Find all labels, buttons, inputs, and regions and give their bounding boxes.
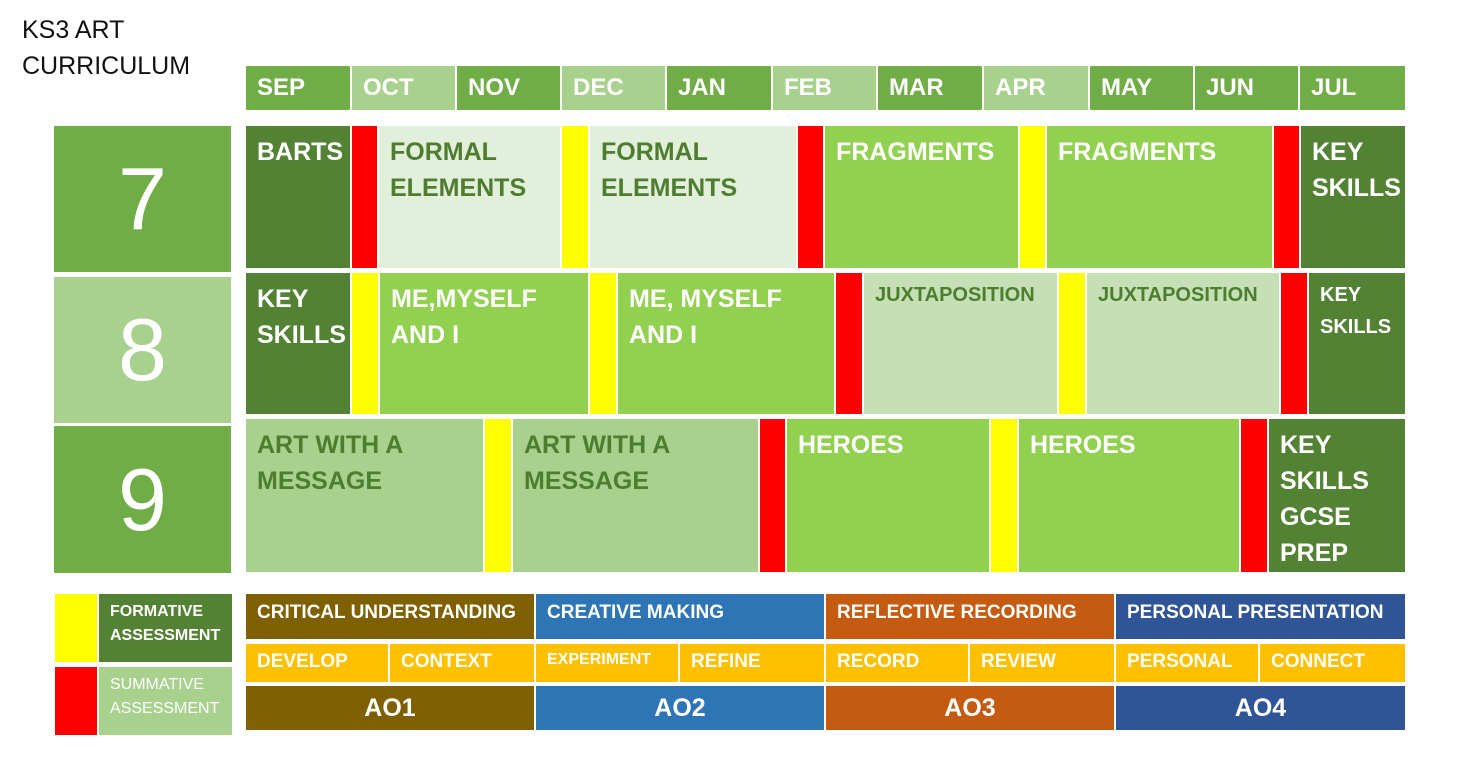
ao4-connect: CONNECT xyxy=(1260,644,1405,682)
formative-marker xyxy=(485,419,511,572)
summative-marker xyxy=(798,126,823,268)
formative-marker xyxy=(1059,273,1085,414)
y7-formal-elements-2: FORMAL ELEMENTS xyxy=(590,126,796,268)
y8-juxtaposition-2: JUXTAPOSITION xyxy=(1087,273,1279,414)
ao3-code: AO3 xyxy=(826,686,1114,730)
summative-swatch xyxy=(55,667,97,735)
ao4-heading: PERSONAL PRESENTATION xyxy=(1116,594,1405,639)
y9-heroes-1: HEROES xyxy=(787,419,989,572)
ao2-experiment: EXPERIMENT xyxy=(536,644,678,682)
month-apr: APR xyxy=(984,66,1088,110)
formative-marker xyxy=(991,419,1017,572)
y8-key-skills-1: KEY SKILLS xyxy=(246,273,350,414)
summative-marker xyxy=(760,419,785,572)
ao1-code: AO1 xyxy=(246,686,534,730)
year-7-label: 7 xyxy=(54,126,231,272)
month-jan: JAN xyxy=(667,66,771,110)
formative-swatch xyxy=(55,594,97,662)
month-mar: MAR xyxy=(878,66,982,110)
month-sep: SEP xyxy=(246,66,350,110)
month-feb: FEB xyxy=(773,66,876,110)
month-nov: NOV xyxy=(457,66,560,110)
month-oct: OCT xyxy=(352,66,455,110)
formative-assessment-label: FORMATIVE ASSESSMENT xyxy=(99,594,232,662)
page-title: KS3 ART CURRICULUM xyxy=(22,16,191,80)
year-9-label: 9 xyxy=(54,426,231,573)
y7-barts: BARTS xyxy=(246,126,350,268)
y9-key-skills-gcse-prep: KEY SKILLS GCSE PREP xyxy=(1269,419,1405,572)
summative-marker xyxy=(1241,419,1267,572)
formative-marker xyxy=(562,126,588,268)
ao2-heading: CREATIVE MAKING xyxy=(536,594,824,639)
ao1-heading: CRITICAL UNDERSTANDING xyxy=(246,594,534,639)
summative-assessment-label: SUMMATIVE ASSESSMENT xyxy=(99,667,232,735)
summative-marker xyxy=(836,273,862,414)
y8-key-skills-2: KEY SKILLS xyxy=(1309,273,1405,414)
y9-art-with-a-message-1: ART WITH A MESSAGE xyxy=(246,419,483,572)
y7-formal-elements-1: FORMAL ELEMENTS xyxy=(379,126,560,268)
ao1-develop: DEVELOP xyxy=(246,644,388,682)
ao4-code: AO4 xyxy=(1116,686,1405,730)
formative-marker xyxy=(590,273,616,414)
summative-marker xyxy=(1274,126,1299,268)
ao2-code: AO2 xyxy=(536,686,824,730)
month-jun: JUN xyxy=(1195,66,1298,110)
y9-heroes-2: HEROES xyxy=(1019,419,1239,572)
y7-key-skills: KEY SKILLS xyxy=(1301,126,1405,268)
summative-marker xyxy=(1281,273,1307,414)
ao3-review: REVIEW xyxy=(970,644,1114,682)
ao2-refine: REFINE xyxy=(680,644,824,682)
y8-me-myself-1: ME,MYSELF AND I xyxy=(380,273,588,414)
month-may: MAY xyxy=(1090,66,1193,110)
y7-fragments-1: FRAGMENTS xyxy=(825,126,1018,268)
ao4-personal: PERSONAL xyxy=(1116,644,1258,682)
formative-marker xyxy=(1020,126,1045,268)
y7-fragments-2: FRAGMENTS xyxy=(1047,126,1272,268)
ao3-record: RECORD xyxy=(826,644,968,682)
month-dec: DEC xyxy=(562,66,665,110)
year-8-label: 8 xyxy=(54,277,231,423)
summative-marker xyxy=(352,126,377,268)
ao3-heading: REFLECTIVE RECORDING xyxy=(826,594,1114,639)
y8-me-myself-2: ME, MYSELF AND I xyxy=(618,273,834,414)
month-jul: JUL xyxy=(1300,66,1405,110)
y8-juxtaposition-1: JUXTAPOSITION xyxy=(864,273,1057,414)
y9-art-with-a-message-2: ART WITH A MESSAGE xyxy=(513,419,758,572)
formative-marker xyxy=(352,273,378,414)
ao1-context: CONTEXT xyxy=(390,644,534,682)
